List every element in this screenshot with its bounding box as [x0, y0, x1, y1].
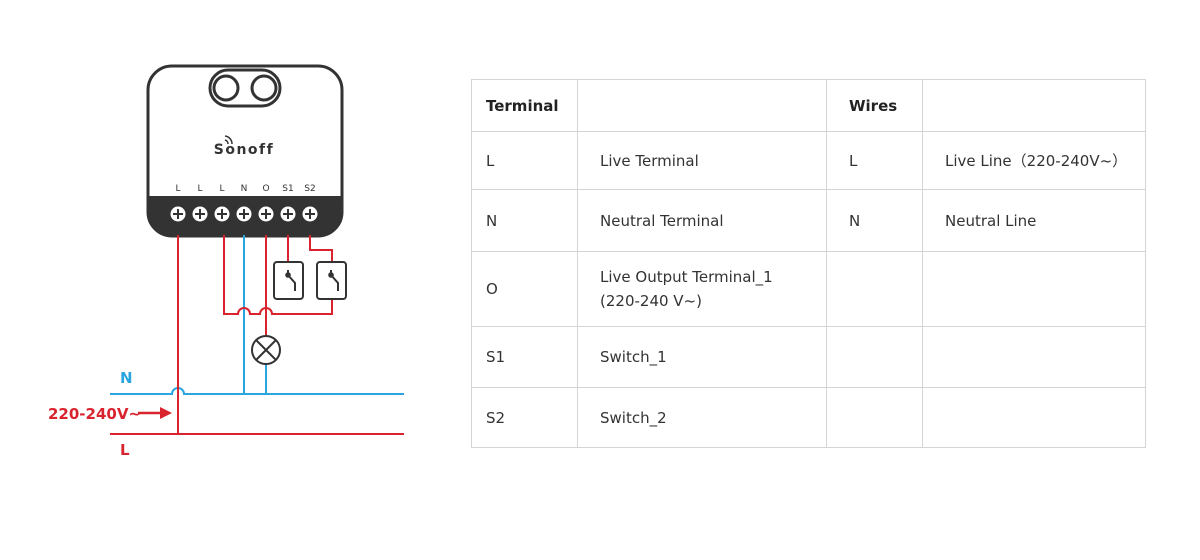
switch-s2-icon: [316, 261, 347, 300]
terminal-screw-icon: [213, 205, 231, 223]
cell-terminal: L: [471, 131, 578, 190]
table-header-row: Terminal Wires: [471, 79, 1146, 132]
button-left[interactable]: [212, 74, 240, 102]
switch-s1-icon: [273, 261, 304, 300]
terminal-screw-icon: [301, 205, 319, 223]
terminal-label-l: L: [175, 184, 180, 194]
neutral-label: N: [120, 369, 133, 387]
brand-logo: Sonoff: [214, 142, 274, 158]
cell-terminal: S2: [471, 387, 578, 448]
live-wiring: [110, 235, 404, 435]
table-row: S1 Switch_1: [471, 326, 1146, 388]
input-arrow-icon: [138, 407, 172, 419]
header-description: [577, 79, 827, 132]
terminal-screw-icon: [169, 205, 187, 223]
cell-description: Live Terminal: [577, 131, 827, 190]
cell-wire-description: Live Line（220-240V~）: [922, 131, 1146, 190]
terminal-label-s2: S2: [304, 184, 315, 194]
cell-wire: [826, 387, 923, 448]
cell-wire: L: [826, 131, 923, 190]
cell-description: Switch_2: [577, 387, 827, 448]
table-row: N Neutral Terminal N Neutral Line: [471, 189, 1146, 252]
terminal-screw-icon: [191, 205, 209, 223]
bridge-wire: [223, 235, 333, 315]
table-row: S2 Switch_2: [471, 387, 1146, 448]
cell-description: Neutral Terminal: [577, 189, 827, 252]
wiring-table: Terminal Wires L Live Terminal L Live Li…: [471, 79, 1146, 448]
table-row: L Live Terminal L Live Line（220-240V~）: [471, 131, 1146, 190]
table-row: O Live Output Terminal_1 (220-240 V~): [471, 251, 1146, 327]
cell-wire-description: Neutral Line: [922, 189, 1146, 252]
terminal-label-l: L: [219, 184, 224, 194]
wiring-diagram: Sonoff L L L N O S1 S2 N 220-240V~ L: [48, 64, 404, 459]
neutral-bus-line: [110, 387, 404, 395]
terminal-label-l: L: [197, 184, 202, 194]
header-wire-description: [922, 79, 1146, 132]
terminal-label-n: N: [241, 184, 248, 194]
wifi-icon: [224, 135, 233, 145]
button-right[interactable]: [250, 74, 278, 102]
cell-wire: [826, 251, 923, 327]
cell-wire-description: [922, 251, 1146, 327]
terminal-screws: [169, 205, 319, 223]
terminal-label-o: O: [262, 184, 269, 194]
cell-wire-description: [922, 326, 1146, 388]
terminal-screw-icon: [279, 205, 297, 223]
device-module: Sonoff L L L N O S1 S2: [146, 64, 344, 238]
terminal-label-s1: S1: [282, 184, 293, 194]
cell-terminal: S1: [471, 326, 578, 388]
cell-wire: [826, 326, 923, 388]
terminal-screw-icon: [257, 205, 275, 223]
lamp-icon: [251, 335, 281, 365]
cell-terminal: O: [471, 251, 578, 327]
live-label: L: [120, 441, 130, 459]
voltage-label: 220-240V~: [48, 405, 141, 423]
cell-terminal: N: [471, 189, 578, 252]
cell-wire-description: [922, 387, 1146, 448]
cell-wire: N: [826, 189, 923, 252]
cell-description: Switch_1: [577, 326, 827, 388]
terminal-labels: L L L N O S1 S2: [175, 184, 315, 194]
terminal-screw-icon: [235, 205, 253, 223]
header-terminal: Terminal: [471, 79, 578, 132]
header-wires: Wires: [826, 79, 923, 132]
s2-wire: [309, 235, 333, 262]
cell-description: Live Output Terminal_1 (220-240 V~): [577, 251, 827, 327]
